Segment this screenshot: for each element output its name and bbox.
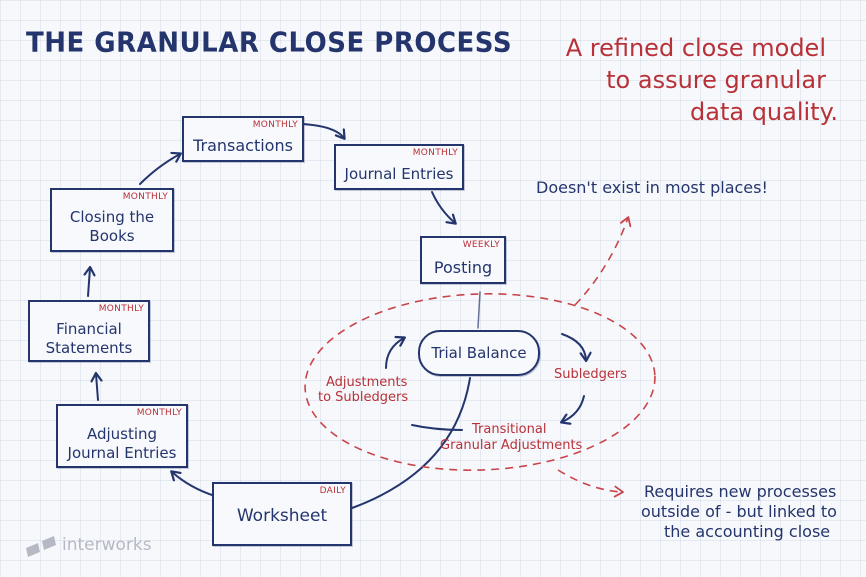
- arrow-to-requires-note: [557, 469, 624, 498]
- arrow-adjusting-to-financial: [96, 374, 98, 401]
- note-requires-line-2: outside of - but linked to: [641, 502, 837, 521]
- interworks-logo-text: interworks: [62, 535, 152, 555]
- note-requires-line-3: the accounting close: [664, 522, 831, 541]
- granular-cycle-ellipse: [304, 293, 656, 471]
- arrow-transitional-to-adjustments: [411, 424, 463, 431]
- box-worksheet: DAILY Worksheet: [212, 482, 352, 546]
- box-posting: WEEKLY Posting: [420, 236, 506, 284]
- arrow-adjustments-to-tb: [385, 338, 404, 369]
- arrow-closing-to-transactions: [139, 154, 180, 185]
- freq-label: MONTHLY: [122, 192, 168, 202]
- box-transactions: MONTHLY Transactions: [182, 116, 304, 162]
- interworks-logo-icon: [26, 536, 56, 557]
- line-worksheet-to-trial-balance: [351, 377, 471, 509]
- page-title: THE GRANULAR CLOSE PROCESS: [26, 27, 513, 59]
- freq-label: MONTHLY: [252, 120, 298, 130]
- box-label-line-2: Books: [89, 227, 135, 245]
- arrow-financial-to-closing: [88, 268, 90, 297]
- note-requires-line-1: Requires new processes: [644, 482, 837, 501]
- box-label-line-1: Closing the: [69, 208, 155, 226]
- transitional-label-1: Transitional: [472, 422, 547, 437]
- box-closing-books: MONTHLY Closing the Books: [50, 188, 174, 252]
- box-label-line-2: Journal Entries: [67, 444, 177, 462]
- box-label-line-2: Statements: [45, 339, 133, 357]
- box-journal-entries: MONTHLY Journal Entries: [334, 144, 464, 190]
- arrow-to-not-exist-note: [574, 216, 632, 306]
- freq-label: MONTHLY: [136, 408, 182, 418]
- line-posting-to-trial-balance: [477, 291, 481, 329]
- freq-label: DAILY: [319, 486, 346, 496]
- trial-balance-label: Trial Balance: [431, 344, 527, 362]
- box-financial-statements: MONTHLY Financial Statements: [28, 300, 150, 362]
- arrow-subledgers-to-transitional: [562, 395, 585, 422]
- box-adjusting-entries: MONTHLY Adjusting Journal Entries: [56, 404, 188, 468]
- adjustments-label-2: to Subledgers: [318, 390, 409, 405]
- box-label: Transactions: [193, 136, 293, 155]
- note-not-exist: Doesn't exist in most places!: [536, 178, 768, 197]
- adjustments-label-1: Adjustments: [326, 375, 408, 390]
- tagline-line-3: data quality.: [690, 98, 838, 126]
- box-label-line-1: Adjusting: [86, 425, 158, 443]
- box-label-line-1: Financial: [56, 320, 122, 338]
- box-label: Journal Entries: [344, 165, 454, 183]
- freq-label: WEEKLY: [462, 240, 500, 250]
- arrow-tb-to-subledgers: [561, 333, 586, 360]
- trial-balance-node: Trial Balance: [418, 330, 540, 376]
- box-label: Worksheet: [236, 506, 328, 526]
- arrow-worksheet-to-adjusting: [172, 472, 216, 497]
- tagline-line-2: to assure granular: [606, 66, 826, 94]
- freq-label: MONTHLY: [412, 148, 458, 158]
- arrow-journal-to-posting: [431, 191, 455, 223]
- transitional-label-2: Granular Adjustments: [440, 438, 583, 453]
- arrow-transactions-to-journal: [301, 123, 344, 138]
- box-label: Posting: [433, 258, 493, 277]
- subledgers-label: Subledgers: [554, 367, 627, 382]
- freq-label: MONTHLY: [98, 304, 144, 314]
- tagline-line-1: A refined close model: [565, 34, 826, 62]
